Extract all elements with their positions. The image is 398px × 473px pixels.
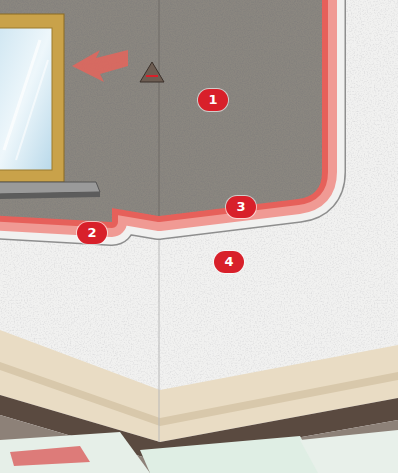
- callout-number: 2: [77, 222, 107, 244]
- callout-number: 3: [226, 196, 256, 218]
- callout-number: 4: [214, 251, 244, 273]
- callout-number: 1: [198, 89, 228, 111]
